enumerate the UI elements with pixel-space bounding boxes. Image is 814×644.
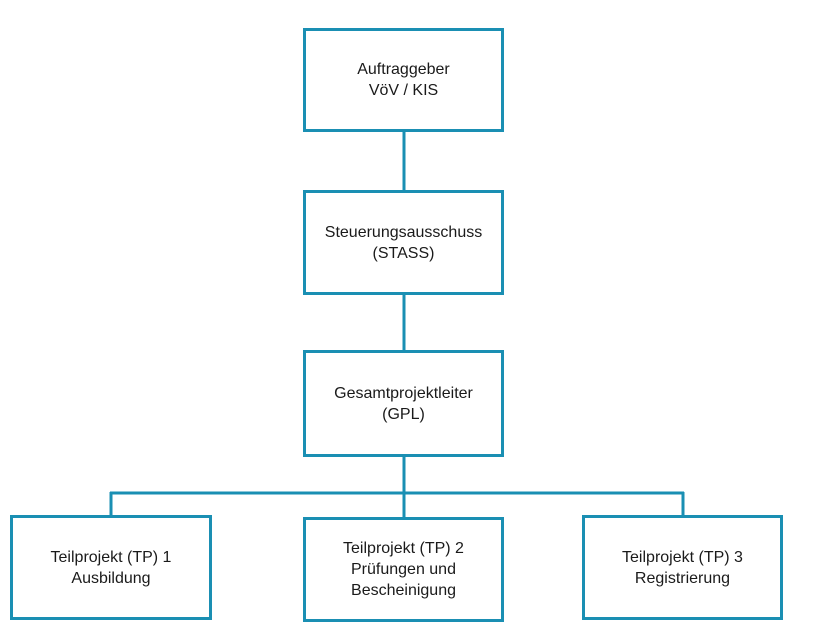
node-overall-project-lead: Gesamtprojektleiter (GPL) (303, 350, 504, 457)
node-tp1-title: Teilprojekt (TP) 1 (50, 548, 172, 566)
node-tp2-title: Teilprojekt (TP) 2 (343, 540, 464, 557)
node-client: Auftraggeber VöV / KIS (303, 28, 504, 132)
node-client-subtitle: VöV / KIS (368, 82, 439, 99)
node-subproject-1: Teilprojekt (TP) 1 Ausbildung (10, 515, 212, 620)
node-steering-subtitle: (STASS) (372, 244, 435, 262)
node-subproject-2: Teilprojekt (TP) 2 Prüfungen und Beschei… (303, 517, 504, 622)
node-steering-committee: Steuerungsausschuss (STASS) (303, 190, 504, 295)
node-tp1-subtitle: Ausbildung (71, 569, 151, 587)
node-tp2-subtitle-2: Bescheinigung (351, 582, 456, 599)
node-gpl-subtitle: (GPL) (382, 405, 425, 423)
node-tp3-title: Teilprojekt (TP) 3 (622, 548, 743, 566)
node-client-title: Auftraggeber (357, 61, 450, 78)
node-steering-title: Steuerungsausschuss (324, 223, 483, 241)
node-subproject-3: Teilprojekt (TP) 3 Registrierung (582, 515, 783, 620)
node-gpl-title: Gesamtprojektleiter (334, 384, 473, 402)
node-tp2-subtitle-1: Prüfungen und (351, 561, 456, 578)
node-tp3-subtitle: Registrierung (634, 569, 731, 587)
